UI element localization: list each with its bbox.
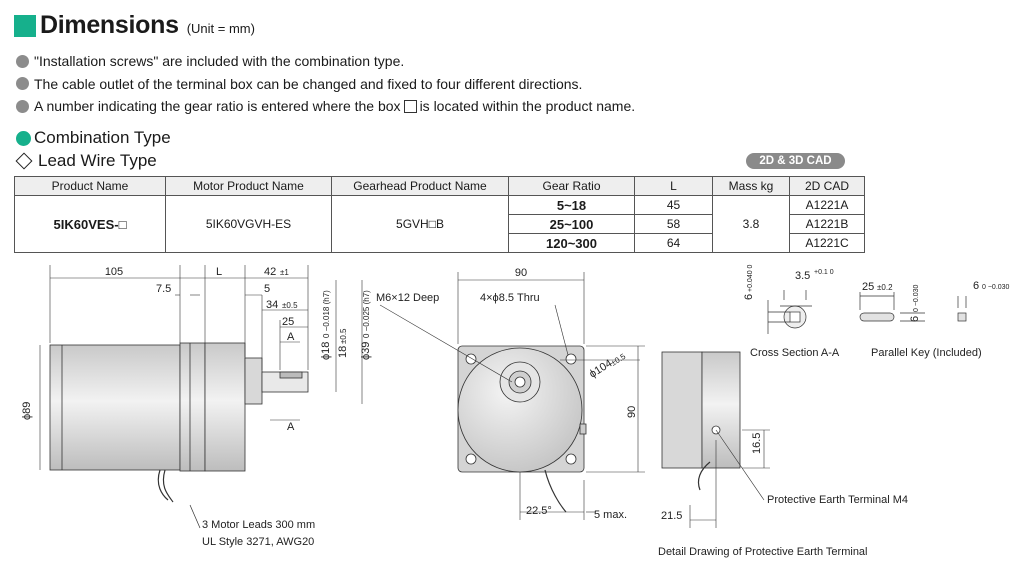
dim-90-top: 90 (515, 267, 527, 279)
front-view (457, 345, 587, 513)
svg-text:0 −0.030: 0 −0.030 (982, 284, 1010, 291)
svg-text:0 −0.025 (h7): 0 −0.025 (h7) (362, 290, 371, 338)
cad-link[interactable]: A1221A (789, 195, 865, 215)
detail-caption: Detail Drawing of Protective Earth Termi… (658, 546, 868, 558)
box-icon (403, 99, 417, 113)
col-header: L (634, 176, 713, 196)
dim-105: 105 (105, 266, 123, 278)
cad-link[interactable]: A1221B (789, 214, 865, 234)
front-dims (379, 272, 645, 520)
mount-hole (465, 453, 477, 465)
dim-21-5: 21.5 (661, 510, 682, 522)
svg-text:±0.5: ±0.5 (282, 301, 298, 310)
cs-dim-6: 6 (743, 294, 755, 300)
cross-section (767, 290, 812, 334)
parallel-key (859, 292, 967, 322)
svg-text:+0.040 0: +0.040 0 (747, 264, 754, 292)
dim-phi18: ϕ18 (320, 342, 332, 360)
table-row: 5IK60VES-□ 5IK60VGVH-ES 5GVH□B 5~18 45 3… (14, 195, 865, 253)
col-header: Gear Ratio (508, 176, 635, 196)
title-marker (14, 15, 36, 37)
svg-text:±0.5: ±0.5 (339, 328, 348, 344)
spec-table: Product Name Motor Product Name Gearhead… (14, 176, 865, 253)
dim-16-5: 16.5 (751, 433, 763, 454)
pe-terminal-label: Protective Earth Terminal M4 (767, 494, 908, 506)
bullet-icon (16, 99, 29, 113)
cross-section-label: Cross Section A-A (750, 347, 840, 359)
section-mark-a: A (287, 331, 295, 343)
note-item: A number indicating the gear ratio is en… (16, 95, 635, 118)
dim-m6: M6×12 Deep (376, 292, 439, 304)
side-view (49, 342, 309, 503)
dim-25: 25 (282, 316, 294, 328)
dim-34: 34 (266, 299, 278, 311)
l-cell: 64 (634, 233, 713, 253)
dim-7-5: 7.5 (156, 283, 171, 295)
cad-link[interactable]: A1221C (789, 233, 865, 253)
svg-text:±0.2: ±0.2 (877, 283, 893, 292)
dim-holes: 4×ϕ8.5 Thru (480, 292, 540, 304)
section-title: Combination Type (16, 128, 171, 148)
dim-18: 18 (337, 346, 349, 358)
svg-text:0 −0.030: 0 −0.030 (913, 284, 920, 312)
cs-dim-3-5: 3.5 (795, 270, 810, 282)
gear-boss (244, 357, 263, 405)
pk-dim-6: 6 (909, 316, 921, 322)
dim-5-max: 5 max. (594, 509, 627, 521)
page-title: Dimensions (40, 11, 179, 39)
pk-dim-25: 25 (862, 281, 874, 293)
motor-leads-spec: UL Style 3271, AWG20 (202, 536, 314, 548)
note-item: "Installation screws" are included with … (16, 50, 635, 73)
section-bullet-icon (16, 130, 31, 146)
mount-hole (565, 353, 577, 365)
dim-phi89: ϕ89 (21, 402, 33, 420)
bullet-icon (16, 54, 29, 68)
dim-angle: 22.5° (526, 505, 552, 517)
unit-label: (Unit = mm) (186, 21, 255, 36)
cad-badge[interactable]: 2D & 3D CAD (746, 153, 845, 169)
motor-leads-label: 3 Motor Leads 300 mm (202, 519, 315, 531)
table-row: 120~300 64 A1221C (15, 233, 865, 253)
pe-detail (661, 351, 770, 528)
pk-dim-6b: 6 (973, 280, 979, 292)
mount-hole (465, 353, 477, 365)
motor-leads (157, 469, 169, 501)
dim-5: 5 (264, 283, 270, 295)
product-name-cell: 5IK60VES-□ (14, 195, 166, 253)
motor-name-cell: 5IK60VGVH-ES (165, 195, 332, 253)
title-row: Dimensions (Unit = mm) (14, 11, 255, 39)
dim-90-side: 90 (626, 406, 638, 418)
col-header: Gearhead Product Name (331, 176, 509, 196)
gearhead-name-cell: 5GVH□B (331, 195, 509, 253)
notes-list: "Installation screws" are included with … (16, 50, 635, 118)
dim-phi39: ϕ39 (360, 342, 372, 360)
svg-text:0 −0.018 (h7): 0 −0.018 (h7) (322, 290, 331, 338)
parallel-key-label: Parallel Key (Included) (871, 347, 982, 359)
side-dims (39, 265, 363, 529)
dim-L: L (216, 266, 222, 278)
motor-body (49, 344, 181, 471)
mount-hole (565, 453, 577, 465)
svg-text:+0.1 0: +0.1 0 (814, 269, 834, 276)
gear-ratio-cell: 5~18 (508, 195, 635, 215)
mass-cell: 3.8 (712, 195, 790, 253)
gearhead-body (179, 342, 206, 472)
note-item: The cable outlet of the terminal box can… (16, 73, 635, 96)
subsection-title: Lead Wire Type (14, 151, 157, 171)
section-mark-a: A (287, 421, 295, 433)
bullet-icon (16, 77, 29, 91)
svg-text:±1: ±1 (280, 268, 289, 277)
dim-42: 42 (264, 266, 276, 278)
col-header: 2D CAD (789, 176, 865, 196)
svg-text:±0.5: ±0.5 (609, 352, 627, 368)
